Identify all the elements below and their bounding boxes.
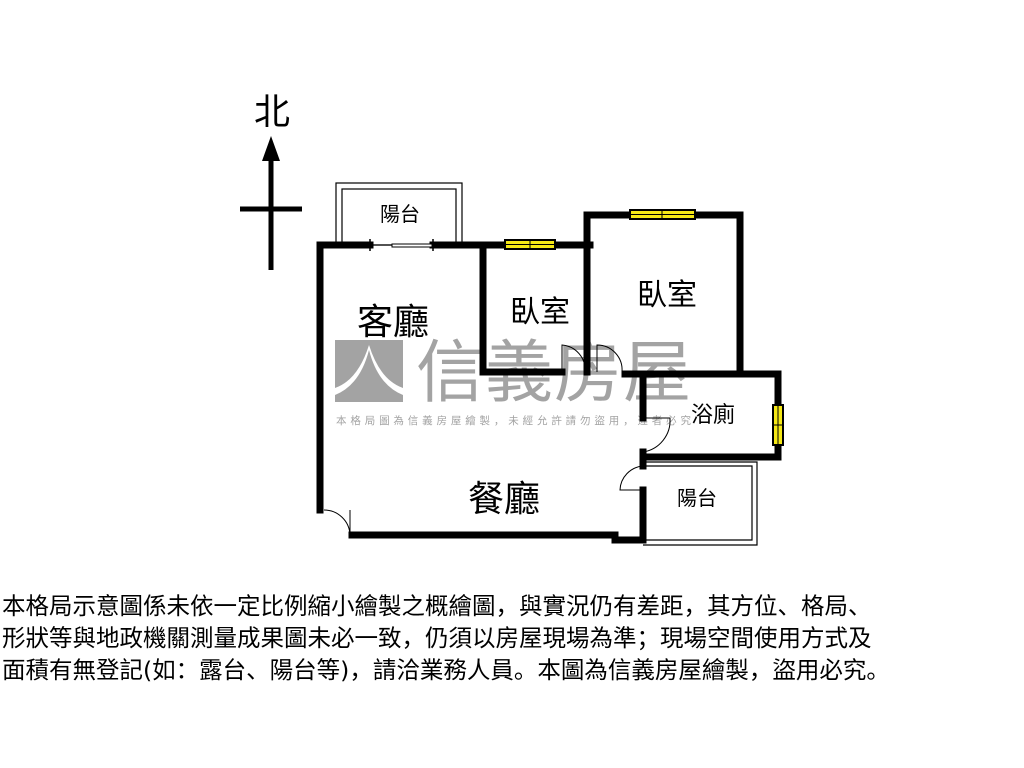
window-bedroom-2 — [629, 209, 696, 220]
watermark: 信義房屋 本格局圖為信義房屋繪製，未經允許請勿盜用，違者必究 — [335, 334, 692, 427]
sliding-door[interactable] — [369, 239, 434, 251]
door-bathroom — [642, 417, 671, 453]
room-label-living: 客廳 — [357, 302, 429, 343]
door-entrance — [323, 509, 351, 536]
compass-arrow-icon — [262, 136, 280, 161]
disclaimer-line: 本格局示意圖係未依一定比例縮小繪製之概繪圖，與實況仍有差距，其方位、格局、 — [2, 592, 872, 620]
disclaimer: 本格局示意圖係未依一定比例縮小繪製之概繪圖，與實況仍有差距，其方位、格局、 形狀… — [2, 590, 1024, 686]
floor-plan: 北 信義房屋 本格局圖為信義房屋繪製，未經允許請勿盜用，違者必究 — [240, 92, 784, 546]
door-balcony-south — [619, 465, 644, 491]
north-compass: 北 — [240, 92, 302, 270]
room-label-bedroom-2: 臥室 — [637, 278, 697, 313]
disclaimer-line: 形狀等與地政機關測量成果圖未必一致，仍須以房屋現場為準；現場空間使用方式及 — [2, 624, 872, 652]
watermark-logo — [335, 340, 403, 402]
room-label-balcony-north: 陽台 — [380, 202, 420, 226]
room-label-bedroom-1: 臥室 — [510, 295, 570, 330]
watermark-logo-mark — [335, 345, 403, 395]
room-label-balcony-south: 陽台 — [677, 486, 717, 510]
room-label-dining: 餐廳 — [468, 479, 540, 520]
window-bedroom-1 — [504, 239, 556, 250]
window-bathroom — [772, 404, 784, 446]
north-label: 北 — [254, 92, 290, 133]
disclaimer-line: 面積有無登記(如：露台、陽台等)，請洽業務人員。本圖為信義房屋繪製，盜用必究。 — [2, 656, 890, 684]
room-label-bathroom: 浴廁 — [691, 403, 735, 428]
watermark-notice: 本格局圖為信義房屋繪製，未經允許請勿盜用，違者必究 — [336, 414, 692, 427]
door-bedroom-1 — [561, 344, 586, 373]
balcony-south — [643, 461, 758, 546]
door-bedroom-2 — [596, 344, 623, 373]
